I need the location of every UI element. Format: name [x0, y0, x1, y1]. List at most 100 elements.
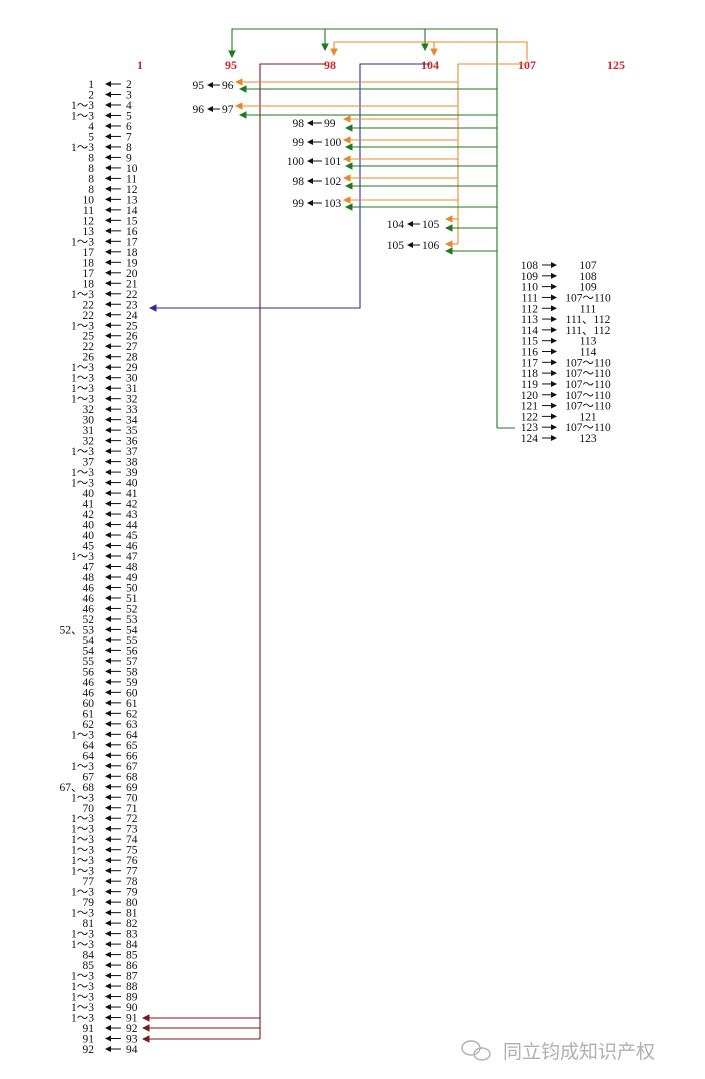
source-node: 99: [293, 137, 305, 149]
source-node: 64: [83, 750, 95, 762]
source-node: 1～3: [71, 142, 94, 154]
source-node: 26: [83, 352, 95, 364]
header-104: 104: [421, 58, 439, 72]
target-node: 72: [126, 813, 138, 825]
target-node: 9: [126, 152, 132, 164]
source-node: 119: [521, 379, 538, 391]
target-node: 32: [126, 394, 138, 406]
source-node: 111: [522, 292, 539, 304]
source-node: 1～3: [71, 551, 94, 563]
target-node: 55: [126, 635, 138, 647]
source-node: 100: [287, 156, 305, 168]
target-node: 108: [579, 271, 597, 283]
source-node: 8: [88, 152, 94, 164]
source-node: 1～3: [71, 845, 94, 857]
source-node: 4: [88, 121, 94, 133]
source-node: 46: [83, 687, 95, 699]
source-node: 1～3: [71, 1013, 94, 1025]
header-125: 125: [607, 58, 625, 72]
source-node: 120: [521, 390, 539, 402]
right-row: 111 107～110: [522, 292, 611, 304]
target-node: 59: [126, 677, 138, 689]
header-1: 1: [137, 58, 143, 72]
source-node: 1～3: [71, 467, 94, 479]
target-node: 121: [579, 411, 597, 423]
source-node: 52: [83, 614, 95, 626]
source-node: 40: [83, 520, 95, 532]
target-node: 103: [324, 198, 342, 210]
target-node: 70: [126, 792, 138, 804]
source-node: 1～3: [71, 320, 94, 332]
source-node: 18: [83, 257, 95, 269]
source-node: 8: [88, 173, 94, 185]
target-node: 29: [126, 362, 138, 374]
target-node: 15: [126, 215, 138, 227]
target-node: 28: [126, 352, 138, 364]
source-node: 17: [83, 268, 95, 280]
target-node: 34: [126, 415, 138, 427]
source-node: 98: [293, 118, 305, 130]
target-node: 20: [126, 268, 138, 280]
source-node: 30: [83, 415, 95, 427]
target-node: 8: [126, 142, 132, 154]
target-node: 83: [126, 929, 138, 941]
target-node: 63: [126, 719, 138, 731]
target-node: 19: [126, 257, 138, 269]
source-node: 91: [83, 1023, 95, 1035]
source-node: 79: [83, 897, 95, 909]
target-node: 92: [126, 1023, 138, 1035]
target-node: 40: [126, 478, 138, 490]
header-98: 98: [324, 58, 336, 72]
target-node: 52: [126, 603, 138, 615]
target-node: 105: [422, 219, 440, 231]
target-node: 37: [126, 446, 138, 458]
watermark-text: 同立钧成知识产权: [503, 1041, 655, 1063]
source-node: 22: [83, 299, 95, 311]
source-node: 77: [83, 876, 95, 888]
source-node: 1～3: [71, 446, 94, 458]
target-node: 90: [126, 1002, 138, 1014]
target-node: 65: [126, 740, 138, 752]
source-node: 64: [83, 740, 95, 752]
source-node: 22: [83, 341, 95, 353]
target-node: 107～110: [565, 292, 611, 304]
source-node: 52、53: [60, 624, 95, 636]
source-node: 1～3: [71, 866, 94, 878]
source-node: 18: [83, 278, 95, 290]
target-node: 114: [580, 347, 597, 359]
target-node: 39: [126, 467, 138, 479]
source-node: 8: [88, 184, 94, 196]
source-node: 1～3: [71, 981, 94, 993]
target-node: 111: [580, 303, 597, 315]
target-node: 97: [222, 104, 234, 116]
